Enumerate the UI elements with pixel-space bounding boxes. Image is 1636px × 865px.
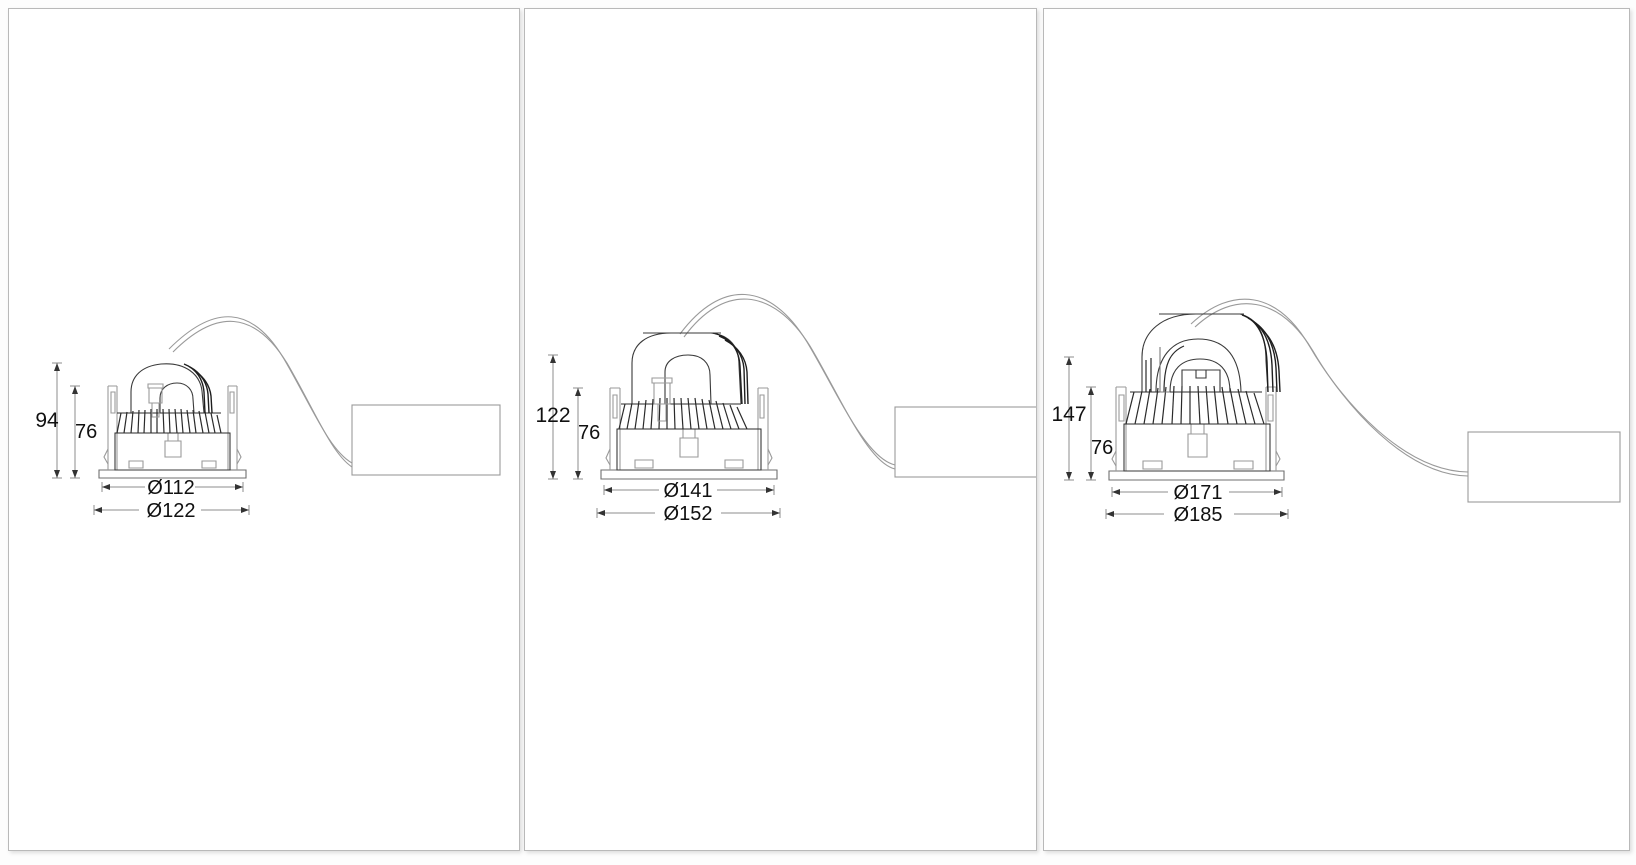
clip-right-2 xyxy=(724,459,744,469)
clip-left-3 xyxy=(1142,460,1163,470)
drawing-panel-1: 94 76 Ø112 xyxy=(8,8,520,851)
dimension-recess-2 xyxy=(573,387,583,480)
cover-rib-a-2 xyxy=(712,332,743,405)
dimension-aperture-2 xyxy=(603,485,775,495)
dim-recess-height-3: 76 xyxy=(1091,437,1113,459)
cover-core-3 xyxy=(1181,369,1221,392)
dimension-recess-1 xyxy=(70,385,80,479)
dimension-outer-1 xyxy=(93,505,250,515)
spring-right-detail-2 xyxy=(759,394,765,419)
dim-outer-2: Ø152 xyxy=(664,503,713,525)
spring-left-detail-3 xyxy=(1118,394,1125,422)
drawing-panel-3: 147 76 Ø171 xyxy=(1043,8,1630,851)
cover-outer-1 xyxy=(130,363,205,414)
cover-rib-c-1 xyxy=(194,370,213,414)
spring-left-foot-2 xyxy=(605,448,611,466)
spring-left-foot-3 xyxy=(1111,450,1117,467)
spring-right-foot-2 xyxy=(767,448,773,466)
cover-outer-3 xyxy=(1141,313,1269,393)
cable-3 xyxy=(1190,298,1469,473)
flange-plate-3 xyxy=(1108,470,1285,481)
spring-left-detail-2 xyxy=(612,394,618,419)
heatsink-fins-2 xyxy=(618,397,748,430)
connector-cap-2 xyxy=(651,377,673,384)
spring-right-detail-1 xyxy=(229,391,235,414)
drawing-panel-2: 122 76 Ø141 xyxy=(524,8,1037,851)
spring-right-foot-3 xyxy=(1275,450,1281,467)
dimension-recess-3 xyxy=(1086,386,1096,481)
flange-plate-2 xyxy=(600,469,778,480)
cable-2-b xyxy=(683,298,896,470)
dimension-outer-2 xyxy=(596,508,781,518)
spring-right-1 xyxy=(227,385,238,470)
spring-left-1 xyxy=(107,385,118,470)
driver-box-2 xyxy=(894,406,1036,478)
cover-rib-c-2 xyxy=(724,339,749,405)
driver-box-1 xyxy=(351,404,501,476)
cover-mid-3 xyxy=(1155,338,1242,393)
clip-left-1 xyxy=(128,460,144,469)
dimension-overall-3 xyxy=(1064,356,1074,481)
cover-outer-2 xyxy=(631,332,742,405)
dim-recess-height-1: 76 xyxy=(75,421,97,443)
dim-aperture-1: Ø112 xyxy=(147,477,194,499)
cover-core-tab-3 xyxy=(1195,370,1207,379)
clip-left-2 xyxy=(634,459,654,469)
housing-body-2 xyxy=(616,428,762,471)
cover-inner-1 xyxy=(159,382,195,414)
junction-nub-top-3 xyxy=(1190,423,1205,435)
junction-nub-top-1 xyxy=(167,432,179,442)
connector-stem-1 xyxy=(151,403,160,418)
spring-left-foot-1 xyxy=(103,448,109,465)
junction-nub-top-2 xyxy=(682,428,696,439)
panel-2-drawing: 122 76 Ø141 xyxy=(535,293,1036,525)
spring-left-detail-1 xyxy=(110,391,116,414)
dimension-aperture-1 xyxy=(101,482,244,492)
driver-box-3 xyxy=(1467,431,1621,503)
clip-right-3 xyxy=(1233,460,1254,470)
connector-stem-2 xyxy=(657,404,667,422)
spring-right-foot-1 xyxy=(236,448,242,465)
junction-nub-1 xyxy=(164,440,182,458)
dim-outer-3: Ø185 xyxy=(1174,504,1223,526)
dimension-overall-2 xyxy=(548,354,558,480)
housing-body-1 xyxy=(114,432,231,471)
spring-right-detail-3 xyxy=(1267,394,1274,422)
cover-rib-b-1 xyxy=(189,366,210,414)
cover-inner-2 xyxy=(664,354,712,405)
dimension-outer-3 xyxy=(1105,509,1289,519)
housing-body-3 xyxy=(1123,423,1271,472)
cover-rib-a-1 xyxy=(183,363,206,414)
dim-outer-1: Ø122 xyxy=(147,500,196,522)
dim-overall-height-1: 94 xyxy=(35,409,59,432)
spring-left-3 xyxy=(1115,386,1127,471)
cover-left-ribs-3 xyxy=(1145,345,1185,393)
dim-overall-height-2: 122 xyxy=(535,404,570,427)
dimension-aperture-3 xyxy=(1111,487,1283,497)
cable-1 xyxy=(168,316,353,464)
dim-recess-height-2: 76 xyxy=(578,422,600,444)
panel-3-drawing: 147 76 Ø171 xyxy=(1051,298,1621,526)
junction-nub-2 xyxy=(679,437,699,458)
cable-1-b xyxy=(172,320,353,468)
cover-ribs-3 xyxy=(1241,314,1281,393)
panel-1-drawing: 94 76 Ø112 xyxy=(35,316,501,522)
connector-cap-1 xyxy=(147,383,164,389)
junction-nub-3 xyxy=(1187,433,1208,458)
cover-rib-b-2 xyxy=(718,335,746,405)
dim-aperture-2: Ø141 xyxy=(664,480,713,502)
dim-aperture-3: Ø171 xyxy=(1174,482,1223,504)
dim-overall-height-3: 147 xyxy=(1051,403,1086,426)
dimension-overall-1 xyxy=(52,362,62,479)
clip-right-1 xyxy=(201,460,217,469)
connector-block-3 xyxy=(1159,347,1170,393)
cable-3-b xyxy=(1194,303,1469,477)
cover-inner-3 xyxy=(1169,358,1231,393)
